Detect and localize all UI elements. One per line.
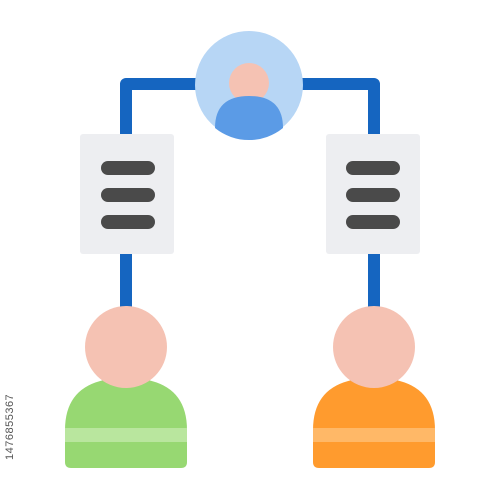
person-head <box>85 306 167 388</box>
document-lines <box>101 161 155 229</box>
left-document <box>80 134 174 254</box>
avatar-head <box>229 63 269 103</box>
right-connector-line <box>294 78 380 158</box>
person-head <box>333 306 415 388</box>
right-person <box>313 306 435 468</box>
document-lines <box>346 161 400 229</box>
stock-id-watermark: 1476855367 <box>4 393 16 460</box>
person-body-stripe <box>313 428 435 442</box>
avatar-body <box>215 96 283 141</box>
person-body-stripe <box>65 428 187 442</box>
person-body <box>313 378 435 468</box>
left-connector-line <box>120 78 206 158</box>
connector-lines <box>120 78 380 312</box>
right-document <box>326 134 420 254</box>
left-person <box>65 306 187 468</box>
top-user-avatar <box>195 31 303 141</box>
person-body <box>65 378 187 468</box>
